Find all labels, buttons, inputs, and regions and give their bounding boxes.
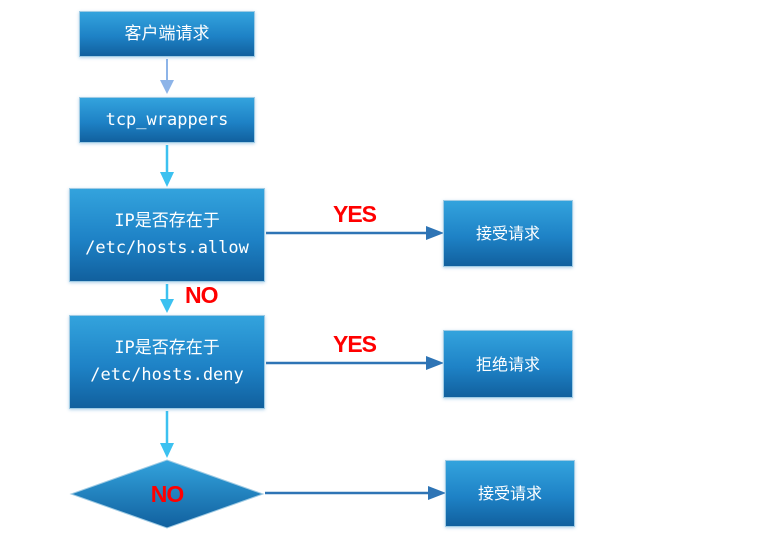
arrow-deny-yes-to-reject [266, 356, 444, 370]
node-decision-diamond [69, 459, 265, 529]
node-reject-request-label: 拒绝请求 [475, 354, 540, 374]
node-hosts-allow-check: IP是否存在于 /etc/hosts.allow [69, 188, 265, 282]
node-hosts-deny-check: IP是否存在于 /etc/hosts.deny [69, 315, 265, 409]
arrow-allowcheck-to-denycheck [160, 284, 174, 313]
edge-label-allow-yes: YES [333, 201, 377, 227]
arrow-diamond-to-accept [265, 486, 446, 500]
node-accept-request-top: 接受请求 [443, 200, 573, 267]
edge-label-deny-yes: YES [333, 331, 377, 357]
arrow-client-to-tcpwrappers [160, 59, 174, 94]
node-tcp-wrappers: tcp_wrappers [79, 97, 255, 143]
edge-label-allow-no: NO [185, 282, 218, 308]
node-hosts-deny-line1: IP是否存在于 [114, 338, 220, 358]
node-accept-request-top-label: 接受请求 [475, 224, 540, 243]
arrow-tcpwrappers-to-allowcheck [160, 145, 174, 187]
node-accept-request-bottom: 接受请求 [445, 460, 575, 527]
node-hosts-allow-line2: /etc/hosts.allow [85, 238, 249, 258]
node-accept-request-bottom-label: 接受请求 [477, 484, 542, 503]
node-hosts-deny-line2: /etc/hosts.deny [90, 365, 244, 385]
node-tcp-wrappers-label: tcp_wrappers [105, 109, 229, 130]
arrow-allow-yes-to-accept [266, 226, 444, 240]
diamond-no-label: NO [150, 481, 185, 507]
node-client-request: 客户端请求 [79, 11, 255, 57]
node-reject-request: 拒绝请求 [443, 330, 573, 398]
node-hosts-allow-line1: IP是否存在于 [114, 211, 220, 231]
arrow-denycheck-to-diamond [160, 411, 174, 458]
node-client-request-label: 客户端请求 [124, 23, 210, 44]
